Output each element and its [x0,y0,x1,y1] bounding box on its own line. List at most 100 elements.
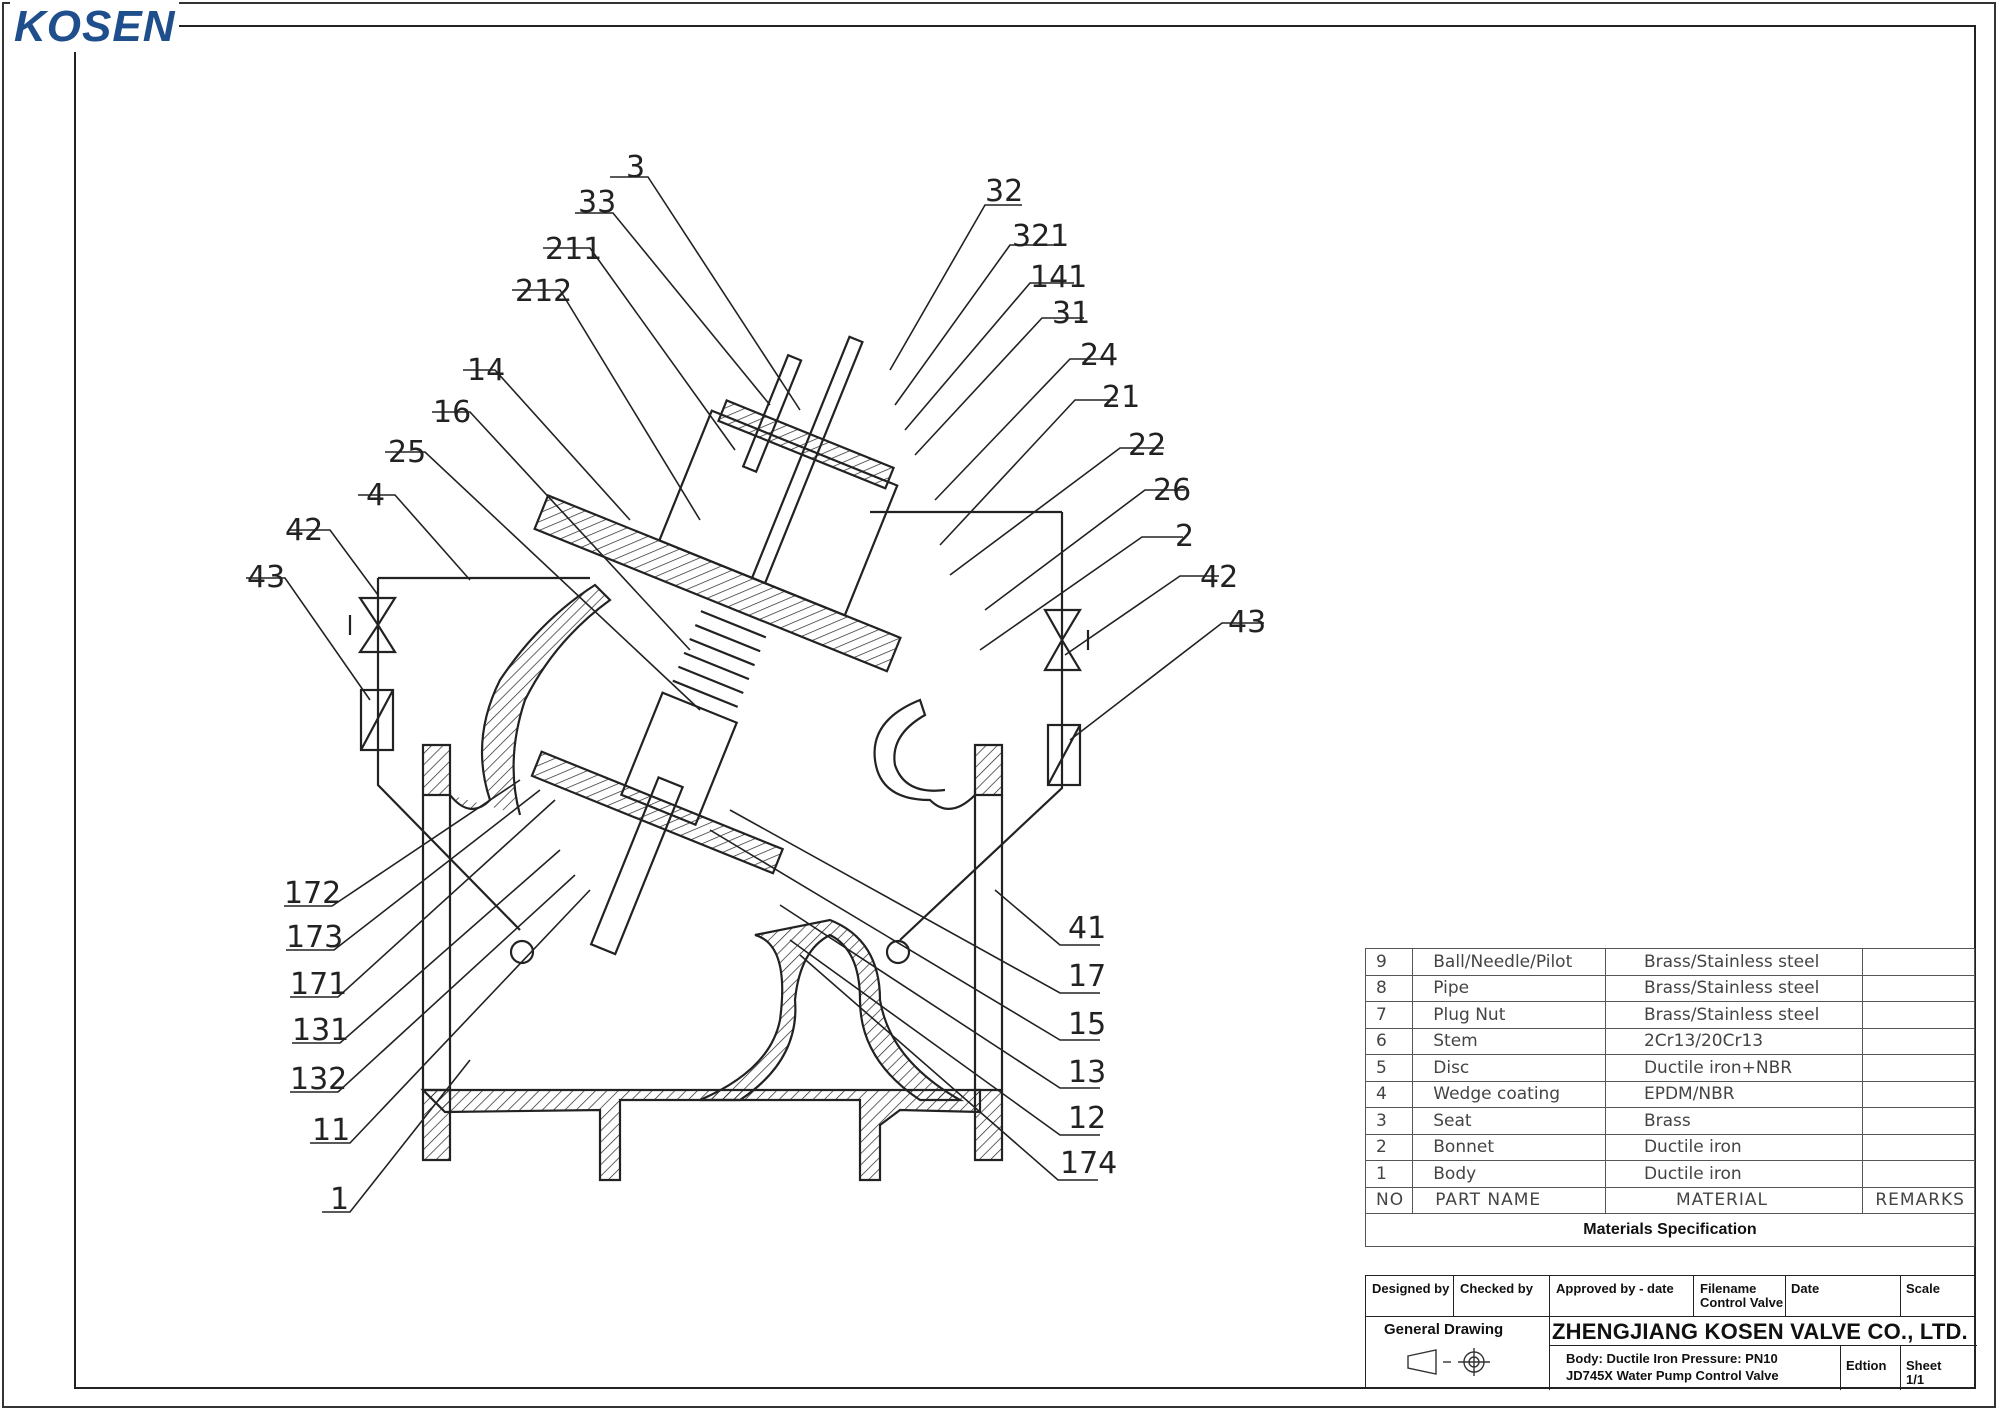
part-no: 1 [1364,1160,1414,1188]
general-drawing-label: General Drawing [1384,1321,1504,1338]
projection-symbol-icon [1407,1348,1490,1376]
part-remarks [1862,1107,1975,1135]
drawing-frame [74,25,1976,1389]
part-no: 4 [1364,1080,1414,1108]
callout-132: 132 [290,1062,347,1097]
part-remarks [1862,1160,1975,1188]
part-no: 6 [1364,1027,1414,1055]
scale-label: Scale [1906,1281,1940,1296]
table-caption: Materials Specification [1365,1213,1975,1247]
callout-41: 41 [1068,911,1106,946]
callout-3: 3 [626,150,645,185]
part-material: EPDM/NBR [1604,1080,1864,1108]
company-name: ZHENGJIANG KOSEN VALVE CO., LTD. [1552,1319,1968,1344]
part-material: Brass/Stainless steel [1604,974,1864,1002]
callout-14: 14 [467,353,505,388]
callout-17: 17 [1068,959,1106,994]
table-caption-row: Materials Specification [1365,1213,1975,1247]
callout-12: 12 [1068,1101,1106,1136]
callout-22: 22 [1128,428,1166,463]
callout-174: 174 [1060,1146,1117,1181]
callout-43-left: 43 [247,560,285,595]
part-material: 2Cr13/20Cr13 [1604,1027,1864,1055]
part-name: Body [1412,1160,1606,1188]
part-name: Plug Nut [1412,1001,1606,1029]
callout-131: 131 [292,1013,349,1048]
part-no: 9 [1364,948,1414,976]
checked-by-label: Checked by [1460,1281,1533,1296]
approved-by-label: Approved by - date [1556,1281,1674,1296]
header-remarks: REMARKS [1862,1186,1975,1214]
edition-label: Edtion [1846,1358,1887,1373]
callout-211: 211 [545,232,602,267]
sheet-value: 1/1 [1906,1372,1925,1387]
part-material: Ductile iron [1604,1160,1864,1188]
sheet-label: Sheet [1906,1358,1942,1373]
callout-15: 15 [1068,1007,1106,1042]
part-name: Bonnet [1412,1133,1606,1161]
filename-value: Control Valve [1700,1295,1784,1310]
callout-212: 212 [515,274,572,309]
callout-1: 1 [330,1182,349,1217]
callout-141: 141 [1030,260,1087,295]
part-material: Ductile iron+NBR [1604,1054,1864,1082]
title-block: Designed by Checked by Approved by - dat… [1365,1275,1977,1390]
callout-labels: 3 33 211 212 14 16 25 4 42 43 32 321 141… [247,150,1266,1217]
part-material: Brass [1604,1107,1864,1135]
header-part-name: PART NAME [1412,1186,1606,1214]
callout-42-right: 42 [1200,560,1238,595]
part-material: Brass/Stainless steel [1604,948,1864,976]
part-name: Stem [1412,1027,1606,1055]
model-line: JD745X Water Pump Control Valve [1566,1368,1779,1383]
callout-173: 173 [286,920,343,955]
body-pressure-line: Body: Ductile Iron Pressure: PN10 [1566,1351,1778,1366]
part-name: Wedge coating [1412,1080,1606,1108]
part-no: 7 [1364,1001,1414,1029]
callout-16: 16 [433,395,471,430]
callout-42-left: 42 [285,513,323,548]
header-no: NO [1364,1186,1414,1214]
part-no: 2 [1364,1133,1414,1161]
callout-43-right: 43 [1228,605,1266,640]
part-material: Brass/Stainless steel [1604,1001,1864,1029]
part-remarks [1862,1080,1975,1108]
callout-33: 33 [578,185,616,220]
callout-4: 4 [366,478,385,513]
part-remarks [1862,1133,1975,1161]
designed-by-label: Designed by [1372,1281,1450,1296]
callout-24: 24 [1080,338,1118,373]
callout-171: 171 [290,967,347,1002]
part-material: Ductile iron [1604,1133,1864,1161]
callout-172: 172 [284,876,341,911]
date-label: Date [1791,1281,1820,1296]
part-no: 5 [1364,1054,1414,1082]
callout-25: 25 [388,435,426,470]
callout-21: 21 [1102,380,1140,415]
part-no: 8 [1364,974,1414,1002]
callout-11: 11 [312,1113,350,1148]
part-no: 3 [1364,1107,1414,1135]
callout-26: 26 [1153,473,1191,508]
part-name: Ball/Needle/Pilot [1412,948,1606,976]
part-remarks [1862,1027,1975,1055]
part-remarks [1862,948,1975,976]
callout-31: 31 [1052,296,1090,331]
callout-32: 32 [985,174,1023,209]
header-material: MATERIAL [1604,1186,1864,1214]
part-name: Pipe [1412,974,1606,1002]
kosen-logo: KOSEN [10,2,180,52]
callout-321: 321 [1012,219,1069,254]
part-name: Disc [1412,1054,1606,1082]
